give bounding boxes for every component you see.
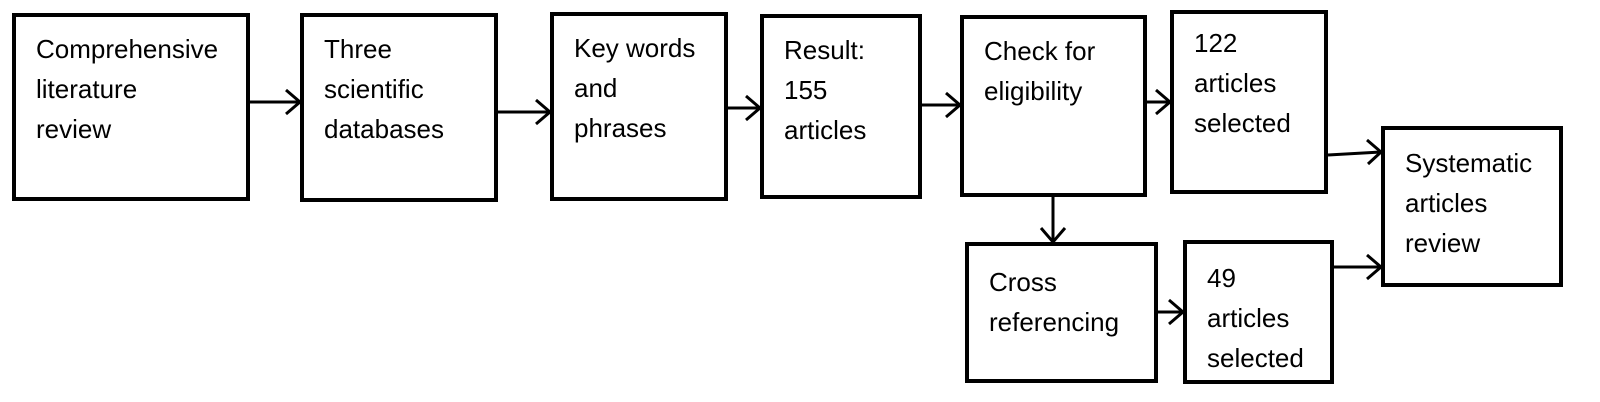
box-line: referencing <box>989 307 1120 337</box>
box-line: selected <box>1207 343 1304 373</box>
box-line: literature <box>36 74 138 104</box>
box-check-eligibility: Check for eligibility <box>960 15 1147 197</box>
box-122-selected: 122 articles selected <box>1170 10 1328 194</box>
box-line: articles <box>1207 303 1290 333</box>
arrow-cross-to-49 <box>1158 298 1186 326</box>
box-line: Result: <box>784 35 865 65</box>
arrow-result-to-eligibility <box>922 91 963 119</box>
arrow-eligibility-to-cross <box>1039 197 1067 245</box>
box-key-words: Key words and phrases <box>550 12 728 201</box>
box-line: phrases <box>574 113 667 143</box>
box-line: Key words <box>574 33 696 63</box>
box-result-155: Result: 155 articles <box>760 14 922 199</box>
arrow-eligibility-to-122 <box>1147 88 1173 116</box>
arrow-keywords-to-result <box>728 94 763 122</box>
box-line: review <box>1405 228 1481 258</box>
box-line: Three <box>324 34 392 64</box>
box-line: scientific <box>324 74 424 104</box>
box-three-databases: Three scientific databases <box>300 13 498 202</box>
box-line: review <box>36 114 112 144</box>
box-line: Comprehensive <box>36 34 219 64</box>
arrow-122-to-systematic <box>1327 138 1384 166</box>
arrow-review-to-databases <box>250 88 303 116</box>
box-systematic-review: Systematic articles review <box>1381 126 1563 287</box>
box-line: articles <box>1405 188 1488 218</box>
box-cross-referencing: Cross referencing <box>965 242 1158 383</box>
box-line: 155 <box>784 75 828 105</box>
box-49-selected: 49 articles selected <box>1183 240 1334 384</box>
arrow-databases-to-keywords <box>498 98 553 126</box>
box-line: articles <box>1194 68 1277 98</box>
box-comprehensive-review: Comprehensive literature review <box>12 13 250 201</box>
box-line: 122 <box>1194 28 1238 58</box>
box-line: Check for <box>984 36 1096 66</box>
box-line: eligibility <box>984 76 1083 106</box>
box-line: Systematic <box>1405 148 1533 178</box>
box-line: articles <box>784 115 867 145</box>
box-line: Cross <box>989 267 1057 297</box>
box-line: 49 <box>1207 263 1236 293</box>
box-line: databases <box>324 114 444 144</box>
box-line: and <box>574 73 618 103</box>
box-line: selected <box>1194 108 1291 138</box>
arrow-49-to-systematic <box>1334 253 1384 281</box>
